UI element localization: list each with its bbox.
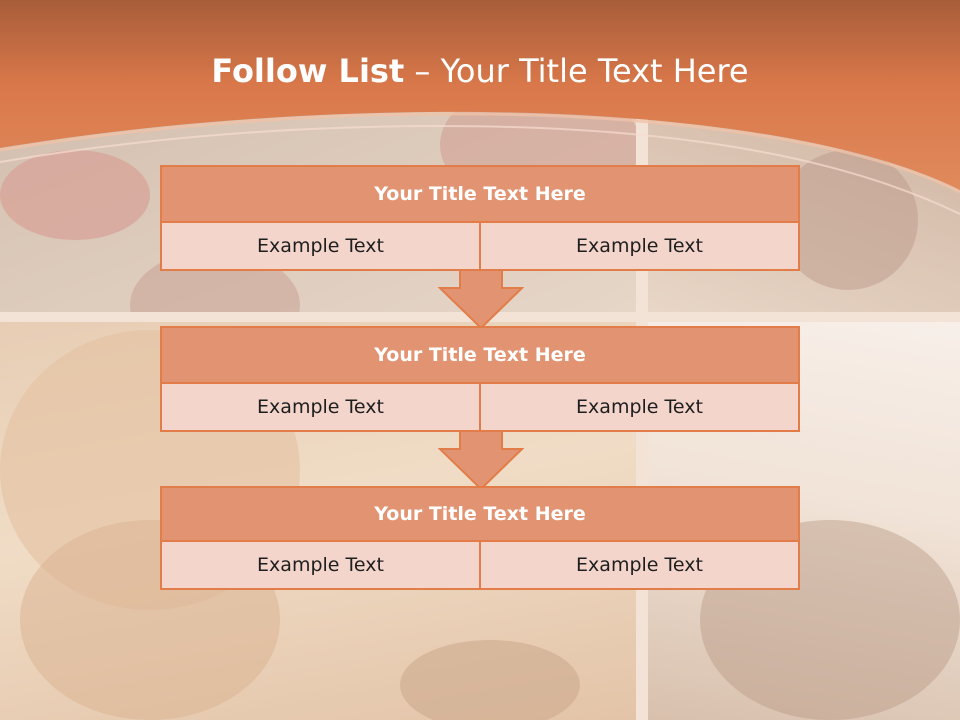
block-cell-left: Example Text [160,221,481,271]
list-block-3: Your Title Text Here Example Text Exampl… [160,486,800,590]
photo-blob [400,640,580,720]
block-cell-left: Example Text [160,540,481,590]
down-arrow-icon [438,270,524,330]
block-title: Your Title Text Here [160,326,800,384]
block-cell-right: Example Text [479,540,800,590]
block-title: Your Title Text Here [160,486,800,542]
block-cell-right: Example Text [479,382,800,432]
block-row: Example Text Example Text [160,382,800,432]
photo-blob [0,150,150,240]
slide-title-rest: – Your Title Text Here [404,52,749,90]
block-cell-left: Example Text [160,382,481,432]
block-title: Your Title Text Here [160,165,800,223]
block-row: Example Text Example Text [160,221,800,271]
photo-blob [778,150,918,290]
block-cell-right: Example Text [479,221,800,271]
header-band [0,0,960,215]
list-block-1: Your Title Text Here Example Text Exampl… [160,165,800,271]
slide-title: Follow List – Your Title Text Here [0,52,960,90]
list-block-2: Your Title Text Here Example Text Exampl… [160,326,800,432]
down-arrow-icon [438,431,524,491]
slide-title-bold: Follow List [211,52,405,90]
block-row: Example Text Example Text [160,540,800,590]
